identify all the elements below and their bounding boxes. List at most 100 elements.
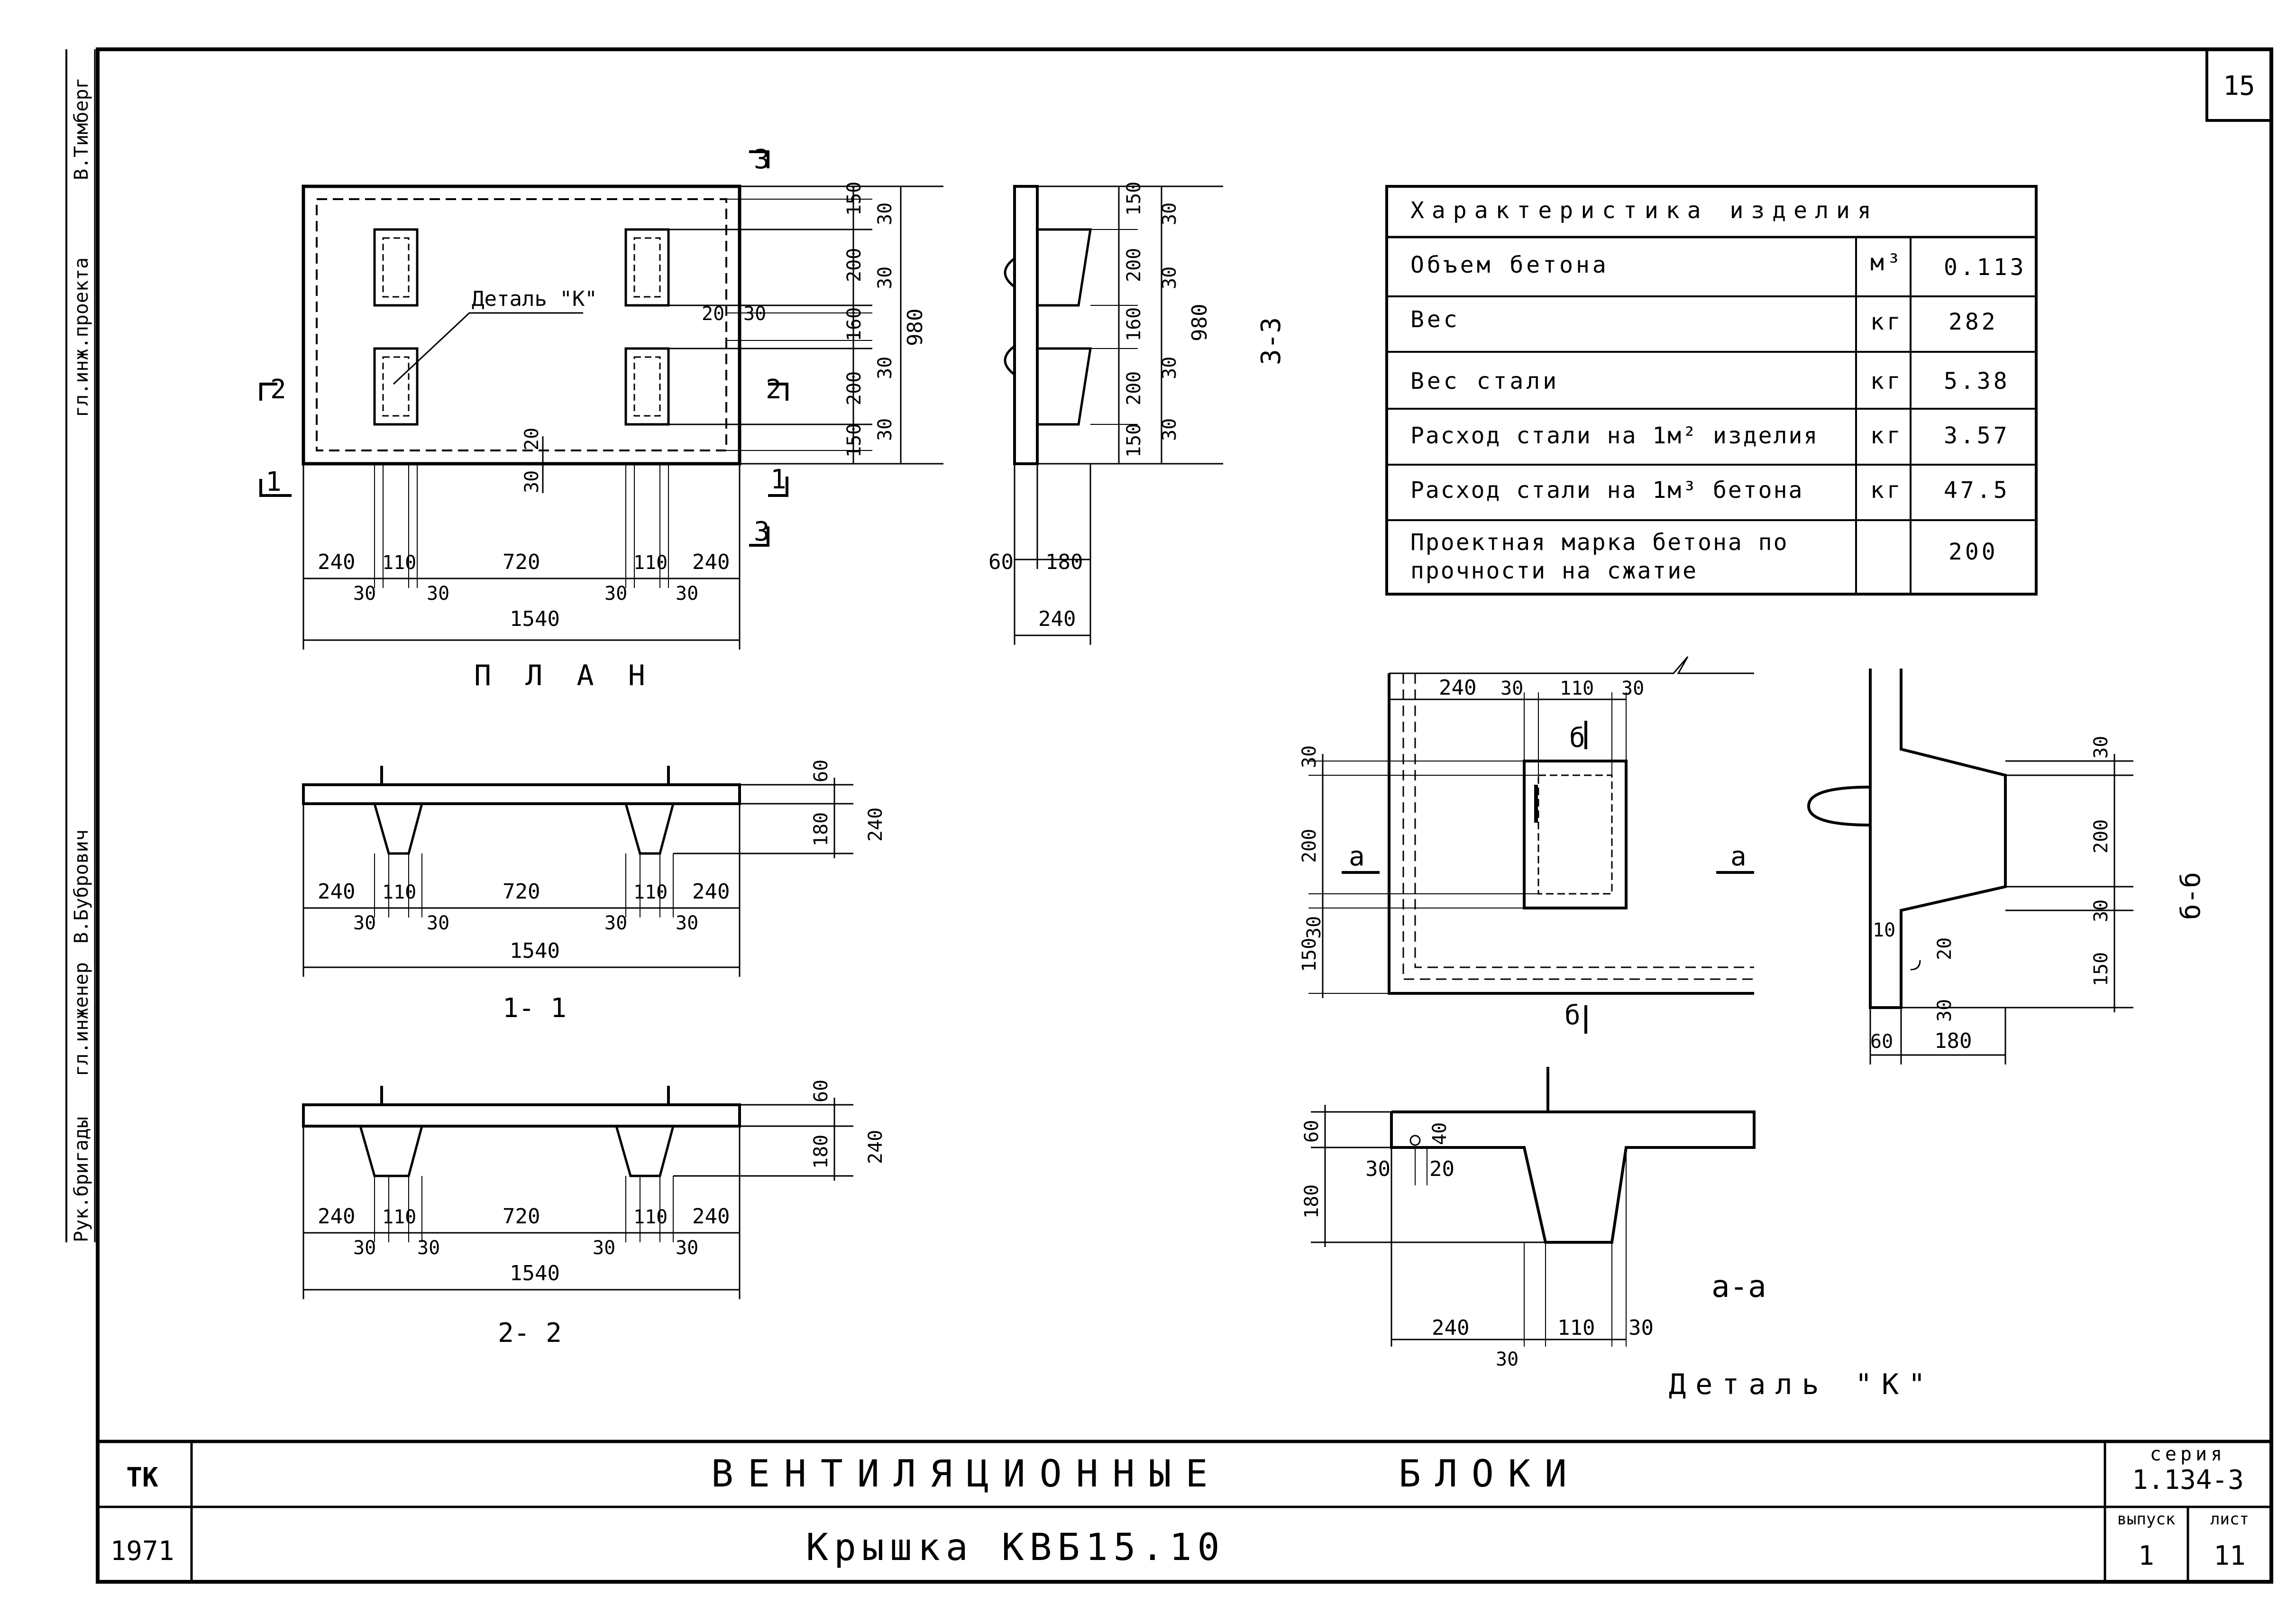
dk-cut-b-top: б bbox=[1569, 723, 1585, 753]
sbb-dim-30-top: 30 bbox=[2090, 736, 2112, 759]
characteristics-table-text: Характеристика изделия Объем бетона м³ 0… bbox=[1410, 197, 2027, 584]
section-aa-view bbox=[1311, 1067, 1756, 1347]
dk-dim-30-a: 30 bbox=[1500, 678, 1523, 699]
s11-dim-30-b: 30 bbox=[427, 912, 449, 934]
stamp-text-4: В.Бубрович bbox=[71, 829, 92, 944]
plan-dim-720: 720 bbox=[503, 550, 540, 574]
sbb-dim-60: 60 bbox=[1870, 1031, 1893, 1053]
series-label: серия bbox=[2150, 1443, 2226, 1465]
stamp-text-1: Рук.бригады bbox=[71, 1117, 92, 1242]
sheet-value: 11 bbox=[2214, 1541, 2245, 1571]
s22-dim-60: 60 bbox=[810, 1080, 832, 1102]
row-3-name: Вес стали bbox=[1410, 368, 1559, 395]
s33-dim-30-a: 30 bbox=[1159, 202, 1180, 225]
sbb-dim-30-mid: 30 bbox=[2090, 899, 2112, 922]
section-3-3-title: 3-3 bbox=[1256, 317, 1287, 365]
plan-dim-30-v4: 30 bbox=[874, 418, 896, 441]
series-value: 1.134-3 bbox=[2132, 1465, 2244, 1496]
s11-dim-240-right: 240 bbox=[692, 880, 730, 904]
stamp-text-3: гл.инж.проекта bbox=[71, 257, 92, 417]
cut-mark-3-top: 3 bbox=[754, 144, 770, 175]
dk-cut-b-bottom: б bbox=[1564, 1000, 1581, 1031]
sheet-label: лист bbox=[2210, 1510, 2249, 1529]
section-bb-title: б-б bbox=[2176, 872, 2206, 920]
plan-dim-150-bot: 150 bbox=[843, 423, 865, 458]
row-4-unit: кг bbox=[1870, 422, 1903, 449]
dk-dim-110: 110 bbox=[1560, 678, 1594, 699]
title-sub: Крышка КВБ15.10 bbox=[806, 1526, 1225, 1569]
section-3-3-view bbox=[1004, 185, 1223, 645]
section-bb-view bbox=[1807, 669, 2133, 1064]
s33-dim-200-top: 200 bbox=[1123, 248, 1145, 282]
table-header: Характеристика изделия bbox=[1410, 197, 1879, 224]
dk-dim-200: 200 bbox=[1299, 829, 1320, 863]
row-6-name: Проектная марка бетона по bbox=[1410, 529, 1788, 556]
s22-dim-180: 180 bbox=[810, 1135, 832, 1169]
plan-dim-30-b: 30 bbox=[427, 583, 449, 605]
title-main: ВЕНТИЛЯЦИОННЫЕ bbox=[711, 1453, 1222, 1496]
plan-dim-30-center: 30 bbox=[521, 470, 543, 493]
row-5-name: Расход стали на 1м³ бетона bbox=[1410, 477, 1803, 504]
row-1-unit: м³ bbox=[1870, 249, 1903, 276]
saa-dim-110: 110 bbox=[1557, 1316, 1595, 1340]
plan-dim-240-right: 240 bbox=[692, 550, 730, 574]
dk-dim-30-v2: 30 bbox=[1303, 916, 1325, 939]
s11-dim-180: 180 bbox=[810, 812, 832, 846]
dk-cut-a-right: а bbox=[1730, 841, 1747, 872]
saa-dim-30-b: 30 bbox=[1628, 1316, 1654, 1340]
dk-dim-150: 150 bbox=[1299, 938, 1320, 972]
cut-mark-1-right: 1 bbox=[770, 464, 787, 495]
plan-dim-110-left: 110 bbox=[382, 552, 416, 574]
row-2-unit: кг bbox=[1870, 309, 1903, 335]
saa-dim-180: 180 bbox=[1301, 1184, 1323, 1219]
cut-mark-3-bottom: 3 bbox=[754, 516, 770, 547]
section-1-1-title: 1- 1 bbox=[503, 993, 567, 1024]
s33-dim-30-c: 30 bbox=[1159, 357, 1180, 379]
dk-cut-a-left: а bbox=[1349, 841, 1365, 872]
plan-dim-20: 20 bbox=[702, 303, 724, 325]
s22-dim-720: 720 bbox=[503, 1204, 540, 1229]
plan-dim-200-top: 200 bbox=[843, 248, 865, 282]
dk-dim-30-v: 30 bbox=[1299, 745, 1320, 768]
section-2-2-title: 2- 2 bbox=[498, 1318, 562, 1349]
cut-mark-1-left: 1 bbox=[265, 467, 282, 497]
s33-dim-980: 980 bbox=[1188, 304, 1212, 341]
issue-label: выпуск bbox=[2117, 1510, 2176, 1529]
row-1-name: Объем бетона bbox=[1410, 252, 1609, 278]
cut-mark-2-right: 2 bbox=[766, 374, 782, 405]
plan-title: П Л А Н bbox=[474, 659, 654, 692]
s11-dim-30-a: 30 bbox=[353, 912, 376, 934]
s33-dim-150-bot: 150 bbox=[1123, 423, 1145, 458]
saa-dim-20: 20 bbox=[1429, 1157, 1454, 1181]
sbb-dim-180: 180 bbox=[1934, 1029, 1972, 1053]
s33-dim-150-top: 150 bbox=[1123, 182, 1145, 216]
plan-view bbox=[259, 150, 943, 650]
row-1-value: 0.113 bbox=[1944, 254, 2027, 281]
plan-labels: Деталь "К" 240 110 720 110 240 30 30 30 … bbox=[265, 144, 927, 692]
s11-dim-30-c: 30 bbox=[604, 912, 627, 934]
s22-dim-240-left: 240 bbox=[318, 1204, 355, 1229]
row-2-value: 282 bbox=[1948, 309, 1998, 335]
sbb-dim-10: 10 bbox=[1873, 919, 1895, 941]
s22-dim-30-d: 30 bbox=[676, 1237, 698, 1259]
detail-k-plan-view bbox=[1308, 656, 1754, 1034]
sbb-dim-30-low: 30 bbox=[1934, 999, 1956, 1022]
s11-dim-110-left: 110 bbox=[382, 881, 416, 903]
plan-dim-200-bot: 200 bbox=[843, 371, 865, 405]
saa-dim-240: 240 bbox=[1432, 1316, 1469, 1340]
s22-dim-240-right: 240 bbox=[692, 1204, 730, 1229]
s22-dim-30-b: 30 bbox=[417, 1237, 440, 1259]
sheet-frame bbox=[96, 47, 2273, 1584]
row-6-name-2: прочности на сжатие bbox=[1410, 558, 1698, 584]
s11-dim-1540: 1540 bbox=[510, 939, 560, 963]
characteristics-table bbox=[1385, 185, 2038, 596]
s33-dim-180: 180 bbox=[1045, 550, 1083, 574]
s11-dim-30-d: 30 bbox=[676, 912, 698, 934]
s33-dim-60: 60 bbox=[988, 550, 1014, 574]
section-2-2-view bbox=[302, 1086, 853, 1299]
saa-dim-40: 40 bbox=[1429, 1122, 1451, 1145]
dk-dim-240: 240 bbox=[1439, 676, 1476, 700]
plan-dim-30-d: 30 bbox=[676, 583, 698, 605]
plan-dim-30-v1: 30 bbox=[874, 202, 896, 225]
plan-dim-30-v3: 30 bbox=[874, 357, 896, 379]
